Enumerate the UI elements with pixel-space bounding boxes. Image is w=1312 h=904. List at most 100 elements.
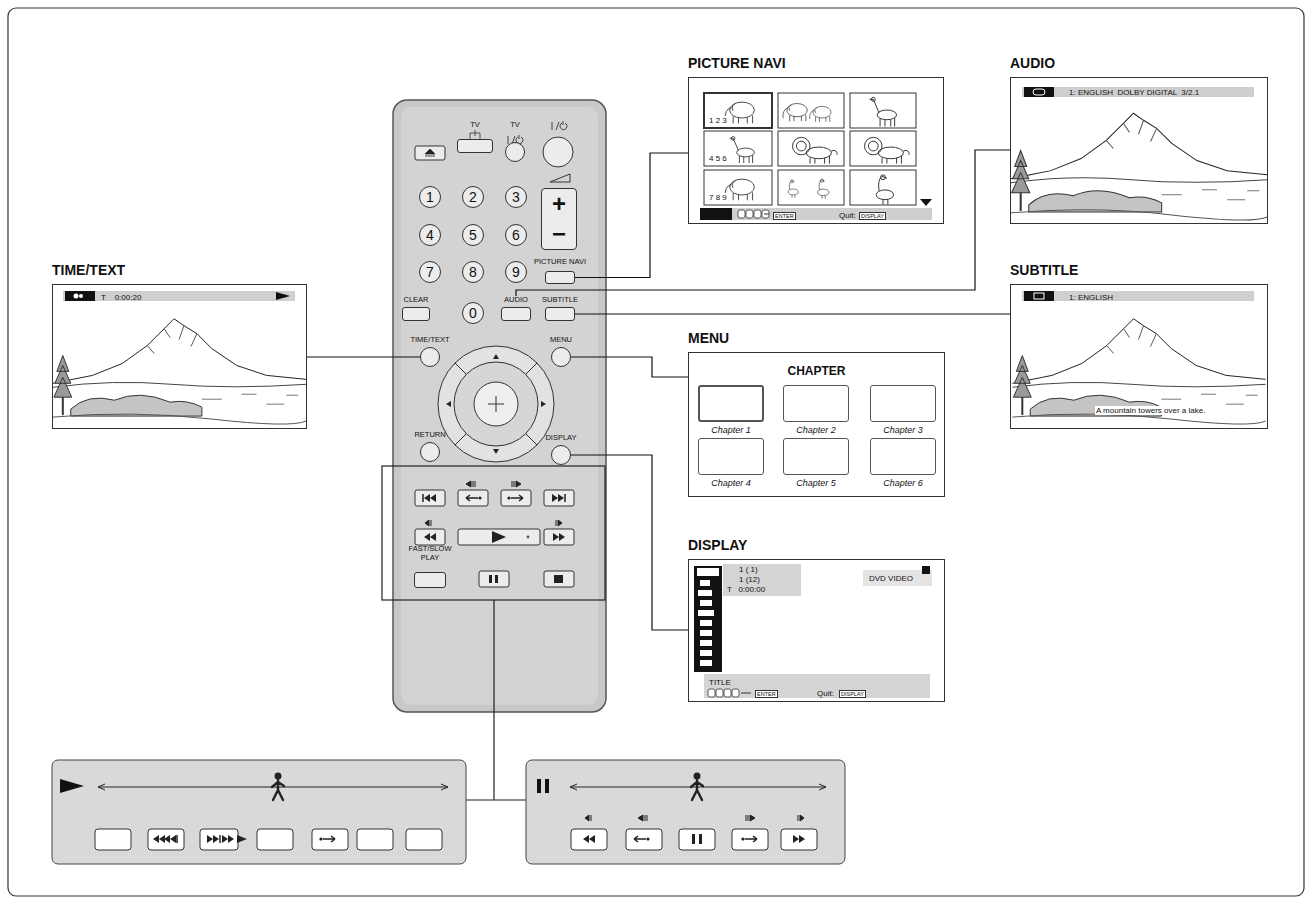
thumbnail-frame <box>783 438 849 475</box>
key-cap: DISPLAY <box>839 690 866 698</box>
screen-frame: 1 2 3 4 5 6 7 8 9 ENTER Quit:DISPLAY <box>688 77 944 224</box>
volume-sign: + <box>542 192 576 216</box>
screen-text: 1: ENGLISH <box>1069 293 1113 302</box>
button-digit: 0 <box>463 303 483 323</box>
button-label: CLEAR <box>394 296 438 305</box>
screen-frame: 1: ENGLISH A mountain towers over a lake. <box>1010 284 1268 429</box>
volume-sign: − <box>542 222 576 246</box>
button-key <box>420 442 440 462</box>
button-key <box>545 271 575 284</box>
leader-line <box>307 356 420 357</box>
number-button: 9 <box>505 261 527 283</box>
screen-frame: 1 ( 1)1 (12)T 0:00:00 DVD VIDEO TITLE ENTER… <box>688 559 945 702</box>
remote-button: MENU <box>534 336 588 367</box>
screen-text: 1 ( 1) <box>739 565 758 574</box>
thumbnail-frame <box>870 385 936 422</box>
button-digit: 7 <box>420 262 440 282</box>
button-digit: 4 <box>420 225 440 245</box>
screen-text: 1 (12) <box>739 575 760 584</box>
screen-callout: 1: ENGLISH DOLBY DIGITAL 3/2.1AUDIO <box>1010 55 1268 224</box>
button-label: SUBTITLE <box>533 296 587 305</box>
volume-button: +− <box>541 188 577 250</box>
button-label: AUDIO <box>494 296 538 305</box>
callout-heading: TIME/TEXT <box>52 262 125 278</box>
leader-line <box>571 357 688 377</box>
screen-text: DVD VIDEO <box>869 574 913 583</box>
key-cap: ENTER <box>773 212 796 220</box>
chapter-thumbnail: Chapter 1 <box>698 385 764 437</box>
remote-button: PICTURE NAVI <box>528 258 592 284</box>
remote-button: SUBTITLE <box>533 296 587 321</box>
remote-button: CLEAR <box>394 296 438 321</box>
screen-callout: CHAPTERMENUChapter 1Chapter 2Chapter 3Ch… <box>688 330 945 497</box>
callout-heading: MENU <box>688 330 729 346</box>
chapter-label: Chapter 5 <box>783 478 849 488</box>
screen-text: 4 5 6 <box>708 154 728 163</box>
remote-button: TV <box>498 121 532 162</box>
number-button: 2 <box>462 186 484 208</box>
button-label: TV <box>498 121 532 130</box>
number-button: 4 <box>419 224 441 246</box>
button-label: FAST/SLOW PLAY <box>408 545 452 562</box>
chapter-label: Chapter 3 <box>870 425 936 435</box>
button-key <box>414 572 446 588</box>
number-button: 3 <box>505 186 527 208</box>
key-cap: DISPLAY <box>859 212 886 220</box>
remote-button: FAST/SLOW PLAY <box>408 545 452 588</box>
callout-heading: DISPLAY <box>688 537 747 553</box>
button-label: MENU <box>534 336 588 345</box>
button-label: TIME/TEXT <box>398 336 462 345</box>
number-button: 1 <box>419 186 441 208</box>
screen-text: T 0:00:00 <box>727 585 765 594</box>
button-digit: 3 <box>506 187 526 207</box>
number-button: 8 <box>462 261 484 283</box>
remote-button: TV <box>453 121 497 153</box>
screen-text: 1: ENGLISH DOLBY DIGITAL 3/2.1 <box>1069 88 1199 97</box>
button-label: RETURN <box>398 431 462 440</box>
leader-line <box>516 150 1010 296</box>
screen-text: Quit: <box>839 211 856 220</box>
screen-frame: T 0:00:20 <box>52 284 307 429</box>
button-key <box>551 347 571 367</box>
button-label: DISPLAY <box>529 434 593 443</box>
button-key <box>402 307 430 321</box>
chapter-thumbnail: Chapter 5 <box>783 438 849 490</box>
number-button: 0 <box>462 302 484 324</box>
number-button: 5 <box>462 224 484 246</box>
callout-heading: PICTURE NAVI <box>688 55 786 71</box>
thumbnail-frame <box>698 438 764 475</box>
screen-text: TITLE <box>709 678 731 687</box>
remote-button: RETURN <box>398 431 462 462</box>
button-key <box>545 307 575 321</box>
chapter-label: Chapter 2 <box>783 425 849 435</box>
callout-heading: SUBTITLE <box>1010 262 1078 278</box>
thumbnail-frame <box>783 385 849 422</box>
button-key <box>420 347 440 367</box>
button-key <box>505 142 525 162</box>
key-cap: ENTER <box>755 690 778 698</box>
screen-frame: 1: ENGLISH DOLBY DIGITAL 3/2.1 <box>1010 77 1268 224</box>
screen-callout: 1: ENGLISH A mountain towers over a lake.… <box>1010 262 1268 429</box>
remote-button: TIME/TEXT <box>398 336 462 367</box>
screen-callout: 1 2 3 4 5 6 7 8 9 ENTER Quit:DISPLAY PICTURE … <box>688 55 944 224</box>
button-digit: 8 <box>463 262 483 282</box>
chapter-thumbnail: Chapter 6 <box>870 438 936 490</box>
chapter-label: Chapter 4 <box>698 478 764 488</box>
button-digit: 9 <box>506 262 526 282</box>
chapter-thumbnail: Chapter 4 <box>698 438 764 490</box>
button-label: PICTURE NAVI <box>528 258 592 267</box>
leader-line <box>575 313 1010 314</box>
button-digit: 1 <box>420 187 440 207</box>
number-button: 6 <box>505 224 527 246</box>
remote-button: AUDIO <box>494 296 538 321</box>
screen-callout: T 0:00:20 TIME/TEXT <box>52 262 307 429</box>
chapter-label: Chapter 1 <box>698 425 764 435</box>
screen-text: Quit: <box>817 689 834 698</box>
screen-text: 7 8 9 <box>708 193 728 202</box>
screen-callout: 1 ( 1)1 (12)T 0:00:00 DVD VIDEO TITLE ENTER… <box>688 537 945 702</box>
button-digit: 2 <box>463 187 483 207</box>
screen-text: 1 2 3 <box>708 116 728 125</box>
screen-text: A mountain towers over a lake. <box>1095 406 1206 415</box>
